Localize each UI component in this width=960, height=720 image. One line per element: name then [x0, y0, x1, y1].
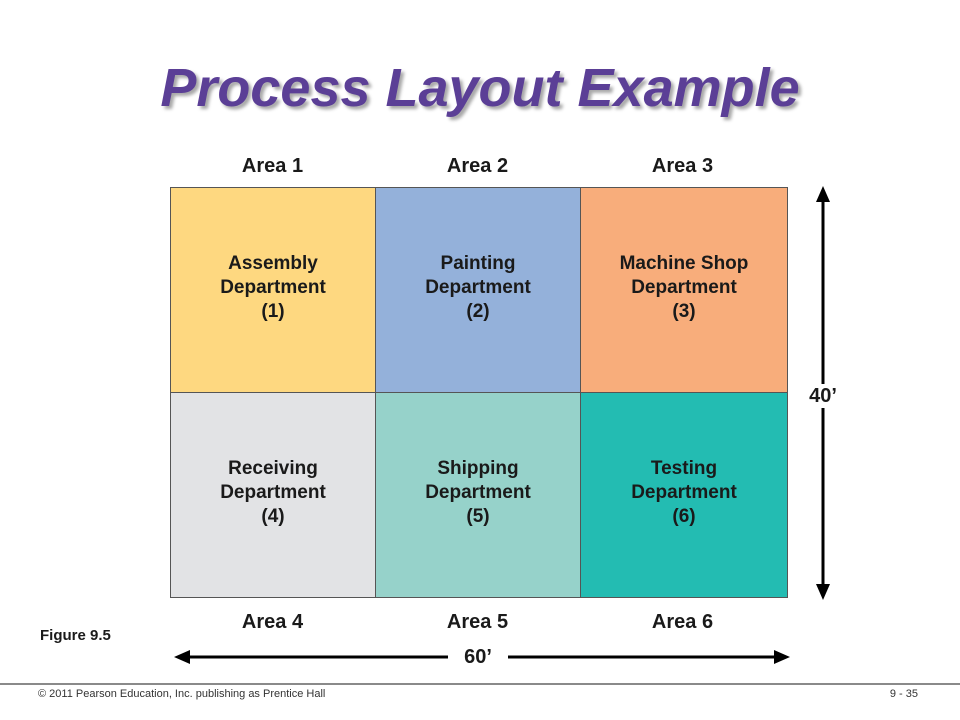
area-label-5: Area 5: [446, 611, 509, 633]
department-name: Machine Shop: [619, 253, 749, 274]
department-number: (5): [466, 506, 490, 527]
department-label: Department: [425, 277, 531, 298]
department-assembly: Assembly Department (1): [170, 187, 376, 393]
department-label: Department: [631, 277, 737, 298]
department-label: Department: [220, 482, 326, 503]
footer-copyright: © 2011 Pearson Education, Inc. publishin…: [38, 688, 326, 700]
department-name: Assembly: [228, 253, 318, 274]
department-number: (2): [466, 301, 490, 322]
department-name: Receiving: [228, 458, 318, 479]
area-label-4: Area 4: [241, 611, 304, 633]
department-testing: Testing Department (6): [580, 392, 788, 598]
area-label-2: Area 2: [446, 155, 509, 177]
area-label-3: Area 3: [651, 155, 714, 177]
height-dimension-label: 40’: [805, 384, 841, 408]
department-number: (3): [672, 301, 696, 322]
slide-title: Process Layout Example: [160, 58, 800, 118]
department-number: (4): [261, 506, 285, 527]
footer-divider: [0, 683, 960, 685]
department-number: (6): [672, 506, 696, 527]
department-painting: Painting Department (2): [375, 187, 581, 393]
department-receiving: Receiving Department (4): [170, 392, 376, 598]
department-number: (1): [261, 301, 285, 322]
department-label: Department: [220, 277, 326, 298]
department-label: Department: [425, 482, 531, 503]
width-dimension-label: 60’: [448, 645, 508, 669]
department-name: Shipping: [437, 458, 519, 479]
department-name: Testing: [650, 458, 718, 479]
footer-page-number: 9 - 35: [889, 688, 918, 700]
area-label-1: Area 1: [241, 155, 304, 177]
department-name: Painting: [440, 253, 516, 274]
area-label-6: Area 6: [651, 611, 714, 633]
department-shipping: Shipping Department (5): [375, 392, 581, 598]
department-label: Department: [631, 482, 737, 503]
figure-label: Figure 9.5: [40, 627, 111, 644]
